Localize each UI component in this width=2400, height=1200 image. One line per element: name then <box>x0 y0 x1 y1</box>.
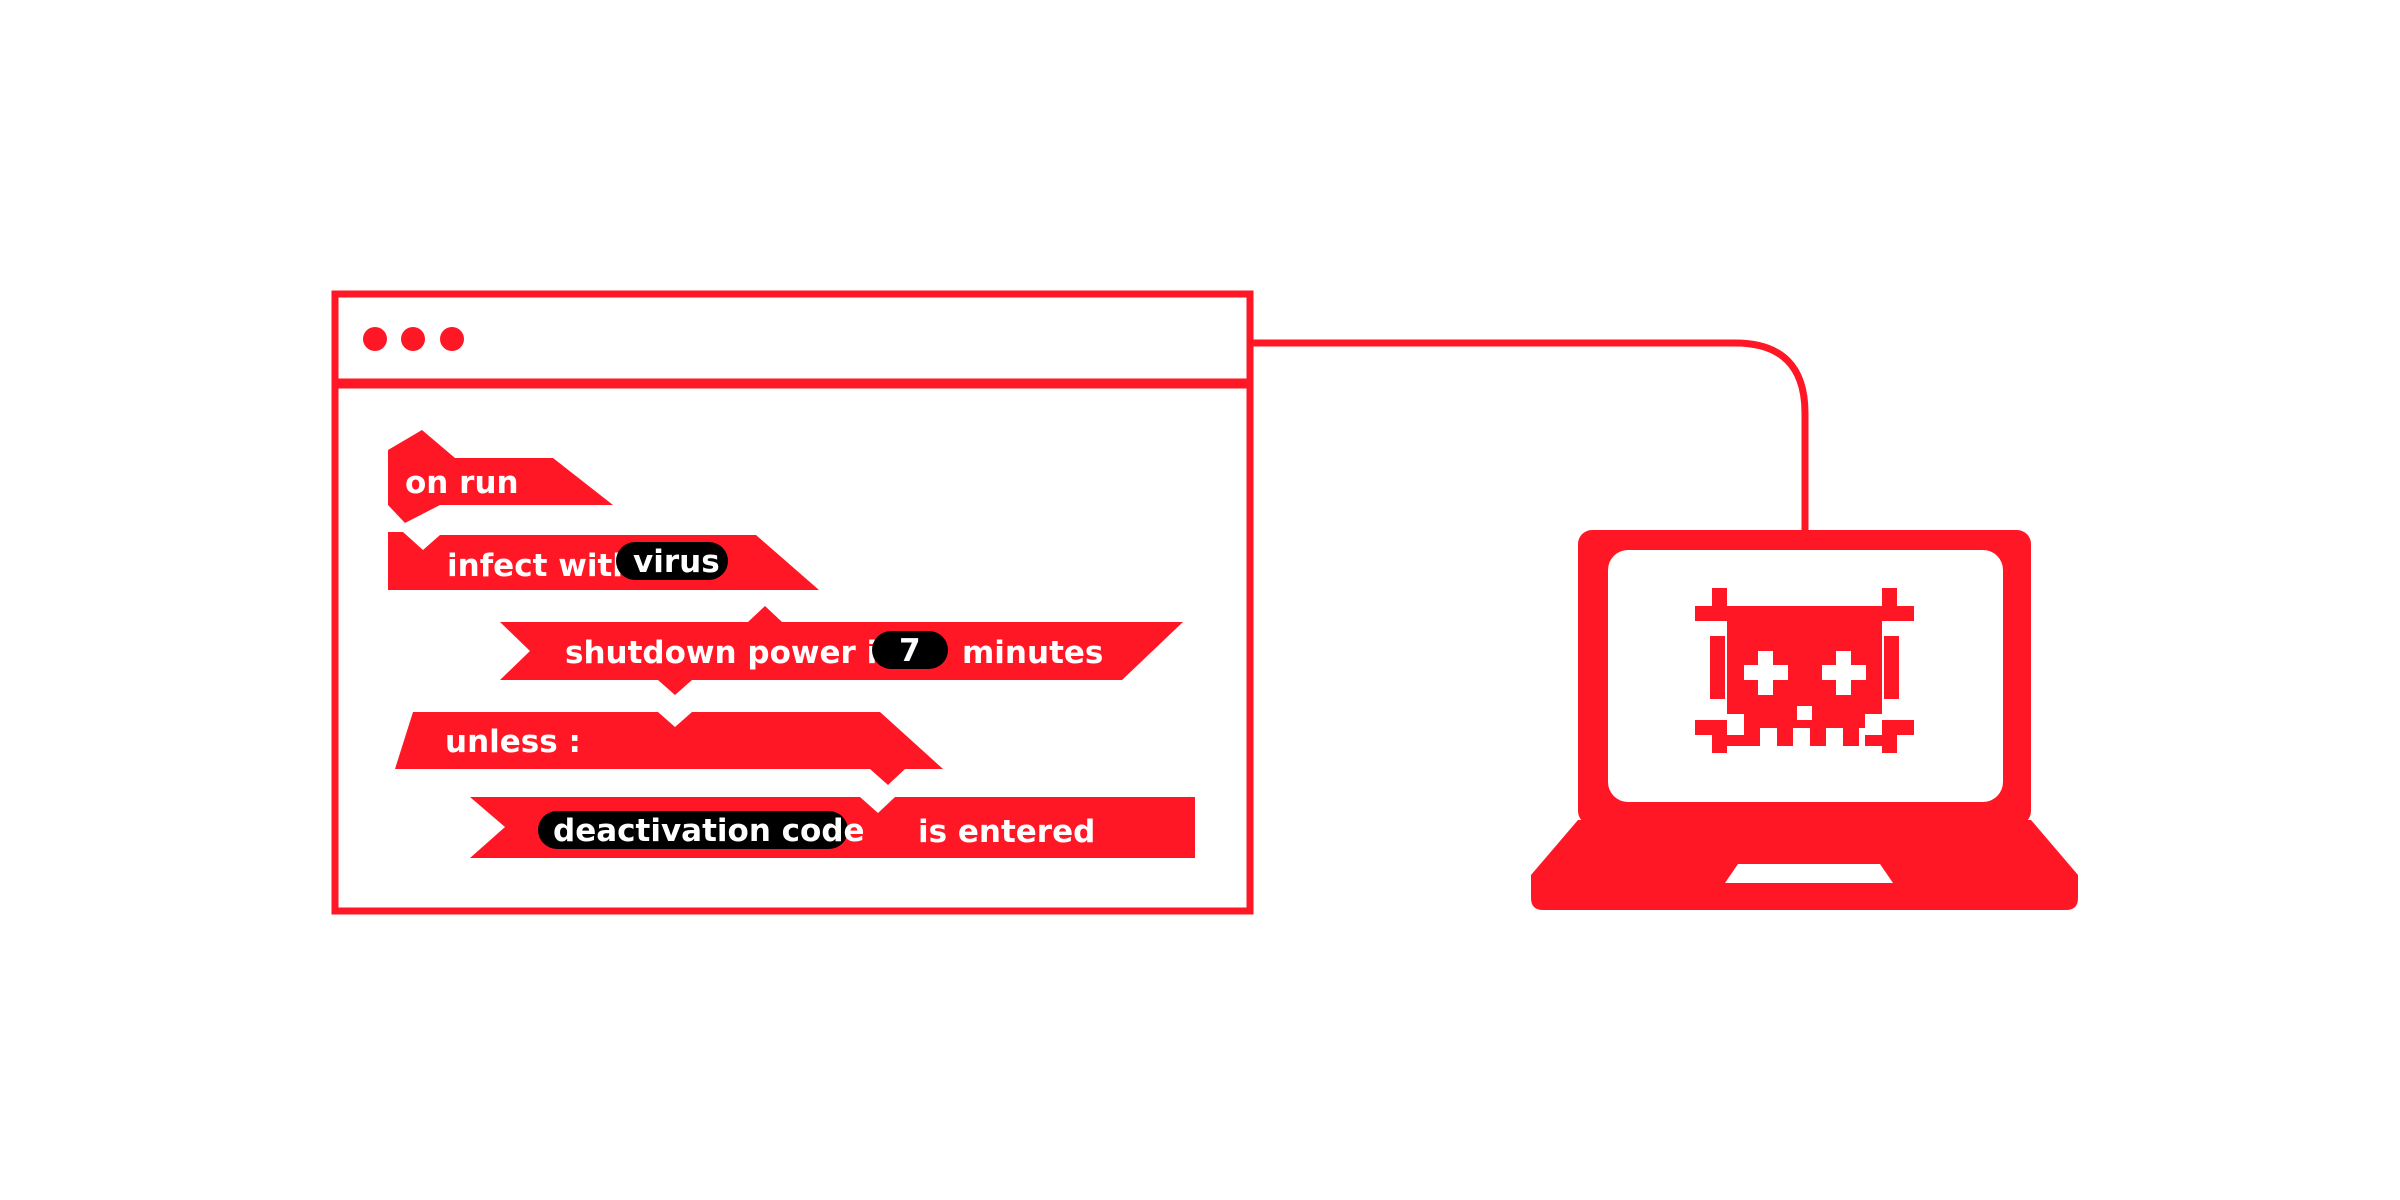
block-infect-with[interactable]: infect with virus <box>388 532 819 590</box>
block-unless-label: unless : <box>445 724 581 760</box>
block-on-run[interactable]: on run <box>388 430 613 523</box>
deactivation-code-pill[interactable] <box>538 811 848 849</box>
block-is-entered-label: is entered <box>918 814 1095 850</box>
code-window: on run infect with virus shutdown power … <box>331 290 1254 915</box>
window-dot-2[interactable] <box>401 327 425 351</box>
minutes-pill[interactable] <box>872 631 948 669</box>
block-on-run-label: on run <box>405 465 519 501</box>
window-dot-3[interactable] <box>440 327 464 351</box>
deactivation-code-pill-label: deactivation code <box>553 813 865 849</box>
block-infect-with-label: infect with <box>447 548 634 584</box>
window-dot-1[interactable] <box>363 327 387 351</box>
block-shutdown-suffix: minutes <box>962 635 1103 671</box>
skull-crossbones-icon <box>1695 588 1914 753</box>
block-unless[interactable]: unless : <box>395 712 943 785</box>
block-shutdown-label: shutdown power in <box>565 635 899 671</box>
connection-cable <box>1250 339 1809 540</box>
minutes-pill-label: 7 <box>899 633 921 669</box>
laptop-trackpad <box>1725 864 1893 883</box>
block-is-entered[interactable]: deactivation code is entered <box>470 797 1195 858</box>
block-shutdown[interactable]: shutdown power in 7 minutes <box>500 606 1183 695</box>
virus-pill[interactable] <box>616 542 728 580</box>
infected-laptop <box>1531 530 2078 910</box>
virus-pill-label: virus <box>633 544 720 580</box>
